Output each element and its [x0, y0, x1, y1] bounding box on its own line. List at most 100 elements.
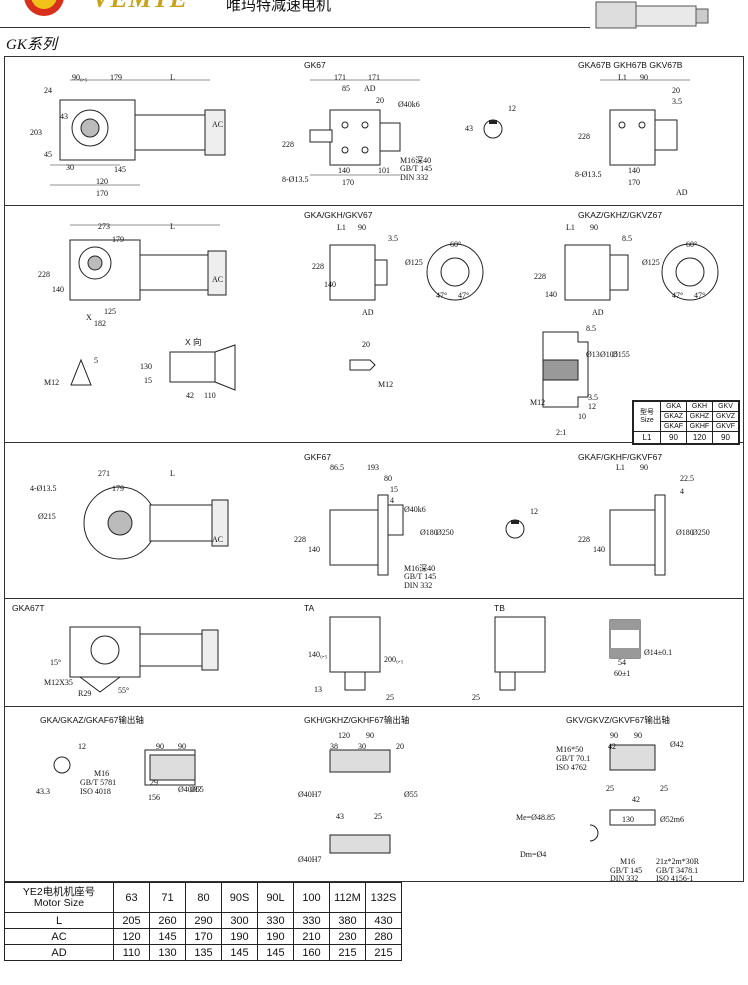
dim-label: 60° [686, 240, 698, 249]
dim-label: 25 [660, 784, 668, 793]
dim-label: AC [212, 275, 224, 284]
dim-label: 60° [450, 240, 462, 249]
dim-label: 90 [156, 742, 164, 751]
gkab-front-view [590, 75, 700, 200]
dim-label: 182 [94, 319, 106, 328]
dim-label: Ø42 [670, 740, 684, 749]
key-section [500, 515, 540, 550]
view-title: GKAF/GKHF/GKVF67 [578, 452, 663, 462]
view-title: TB [494, 603, 505, 613]
dim-label: X [86, 313, 92, 322]
gkv-hollow-shaft [581, 740, 690, 875]
dim-label: 30 [358, 742, 366, 751]
l1-value: 90 [712, 431, 739, 444]
dim-label: 140 [308, 545, 320, 554]
dim-label: 171 [334, 73, 346, 82]
value-cell: 110 [113, 944, 150, 961]
dim-label: 24 [44, 86, 52, 95]
dim-label: L1 [616, 463, 625, 472]
note-line: GB/T 145 [610, 866, 643, 875]
dim-label: Ø13 [586, 350, 600, 359]
view-title: GKF67 [304, 452, 331, 462]
dim-label: 140 [338, 166, 350, 175]
dim-label: 20 [396, 742, 404, 751]
dim-label: 170 [628, 178, 640, 187]
row-label: L [4, 912, 114, 929]
row-divider-2 [4, 442, 744, 443]
value-cell: 280 [365, 928, 402, 945]
dim-label: 90 [634, 731, 642, 740]
view-title: GKAZ/GKHZ/GKVZ67 [578, 210, 663, 220]
dim-label: 228 [312, 262, 324, 271]
drawing-frame [4, 56, 744, 882]
dim-label: 140 [628, 166, 640, 175]
scale-label: 2:1 [556, 428, 567, 437]
key-section [478, 115, 518, 150]
dim-label: L [170, 73, 175, 82]
gka-torque-arm-view [60, 612, 230, 702]
dim-label: 156 [148, 793, 160, 802]
gearmotor-thumbnail [588, 0, 718, 32]
dim-label: 90 [590, 223, 598, 232]
dim-label: M12 [44, 378, 60, 387]
note-line: M16深40 [404, 564, 436, 573]
note-line: DIN 332 [404, 581, 433, 590]
dim-label: 179 [112, 235, 124, 244]
dim-label: 25 [472, 693, 480, 702]
gka-side-view [30, 215, 230, 330]
dim-label: 90₀.₅ [72, 73, 88, 82]
gkf-front-view [320, 475, 420, 590]
view-title: GKA/GKH/GKV67 [304, 210, 373, 220]
l1-value: 90 [660, 431, 687, 444]
value-cell: 205 [113, 912, 150, 929]
dim-label: Ø125 [642, 258, 660, 267]
gkaf-front-view [600, 475, 690, 590]
dim-label: 43 [336, 812, 344, 821]
dim-label: 13 [314, 685, 322, 694]
dim-label: L1 [618, 73, 627, 82]
dim-label: 4 [390, 496, 394, 505]
size-cell: 80 [185, 882, 222, 913]
dim-label: 12 [78, 742, 86, 751]
row-divider-4 [4, 706, 744, 707]
dim-label: 90 [366, 731, 374, 740]
dim-label: Ø55 [190, 785, 204, 794]
ta-view [320, 612, 400, 702]
dim-label: AC [212, 120, 224, 129]
dim-label: 47° [436, 291, 448, 300]
threaded-stud-detail [66, 355, 106, 395]
note-line: GB/T 145 [404, 572, 437, 581]
dim-label: 90 [640, 73, 648, 82]
value-cell: 215 [329, 944, 366, 961]
table-row: L 205 260 290 300 330 330 380 430 [4, 912, 685, 929]
dim-label: 179 [110, 73, 122, 82]
gkf-side-view [30, 475, 230, 580]
note-line: ISO 4156-1 [656, 874, 694, 883]
motor-size-header: YE2电机机座号 Motor Size [4, 882, 114, 913]
size-cell: 100 [293, 882, 330, 913]
dim-label: 20 [376, 96, 384, 105]
dim-label: 170 [342, 178, 354, 187]
dim-label: 140₀.₅ [308, 650, 328, 659]
dim-label: 273 [98, 222, 110, 231]
note-line: ISO 4762 [556, 763, 587, 772]
dim-label: Ø40k6 [398, 100, 420, 109]
view-title: TA [304, 603, 315, 613]
gka-hollow-shaft [50, 745, 200, 810]
dim-label: Ø14±0.1 [644, 648, 673, 657]
dim-label: Ø125 [405, 258, 423, 267]
dim-label: 140 [545, 290, 557, 299]
value-cell: 290 [185, 912, 222, 929]
value-cell: 145 [257, 944, 294, 961]
size-cell: 132S [365, 882, 402, 913]
dim-label: 43 [465, 124, 473, 133]
value-cell: 190 [257, 928, 294, 945]
value-cell: 145 [149, 928, 186, 945]
dim-label: L1 [566, 223, 575, 232]
dim-label: 228 [534, 272, 546, 281]
dim-label: 200₀.₅ [384, 655, 404, 664]
dim-label: 170 [96, 189, 108, 198]
dim-label: Ø55 [404, 790, 418, 799]
size-code: GKAF [660, 421, 687, 432]
row-label: AD [4, 944, 114, 961]
